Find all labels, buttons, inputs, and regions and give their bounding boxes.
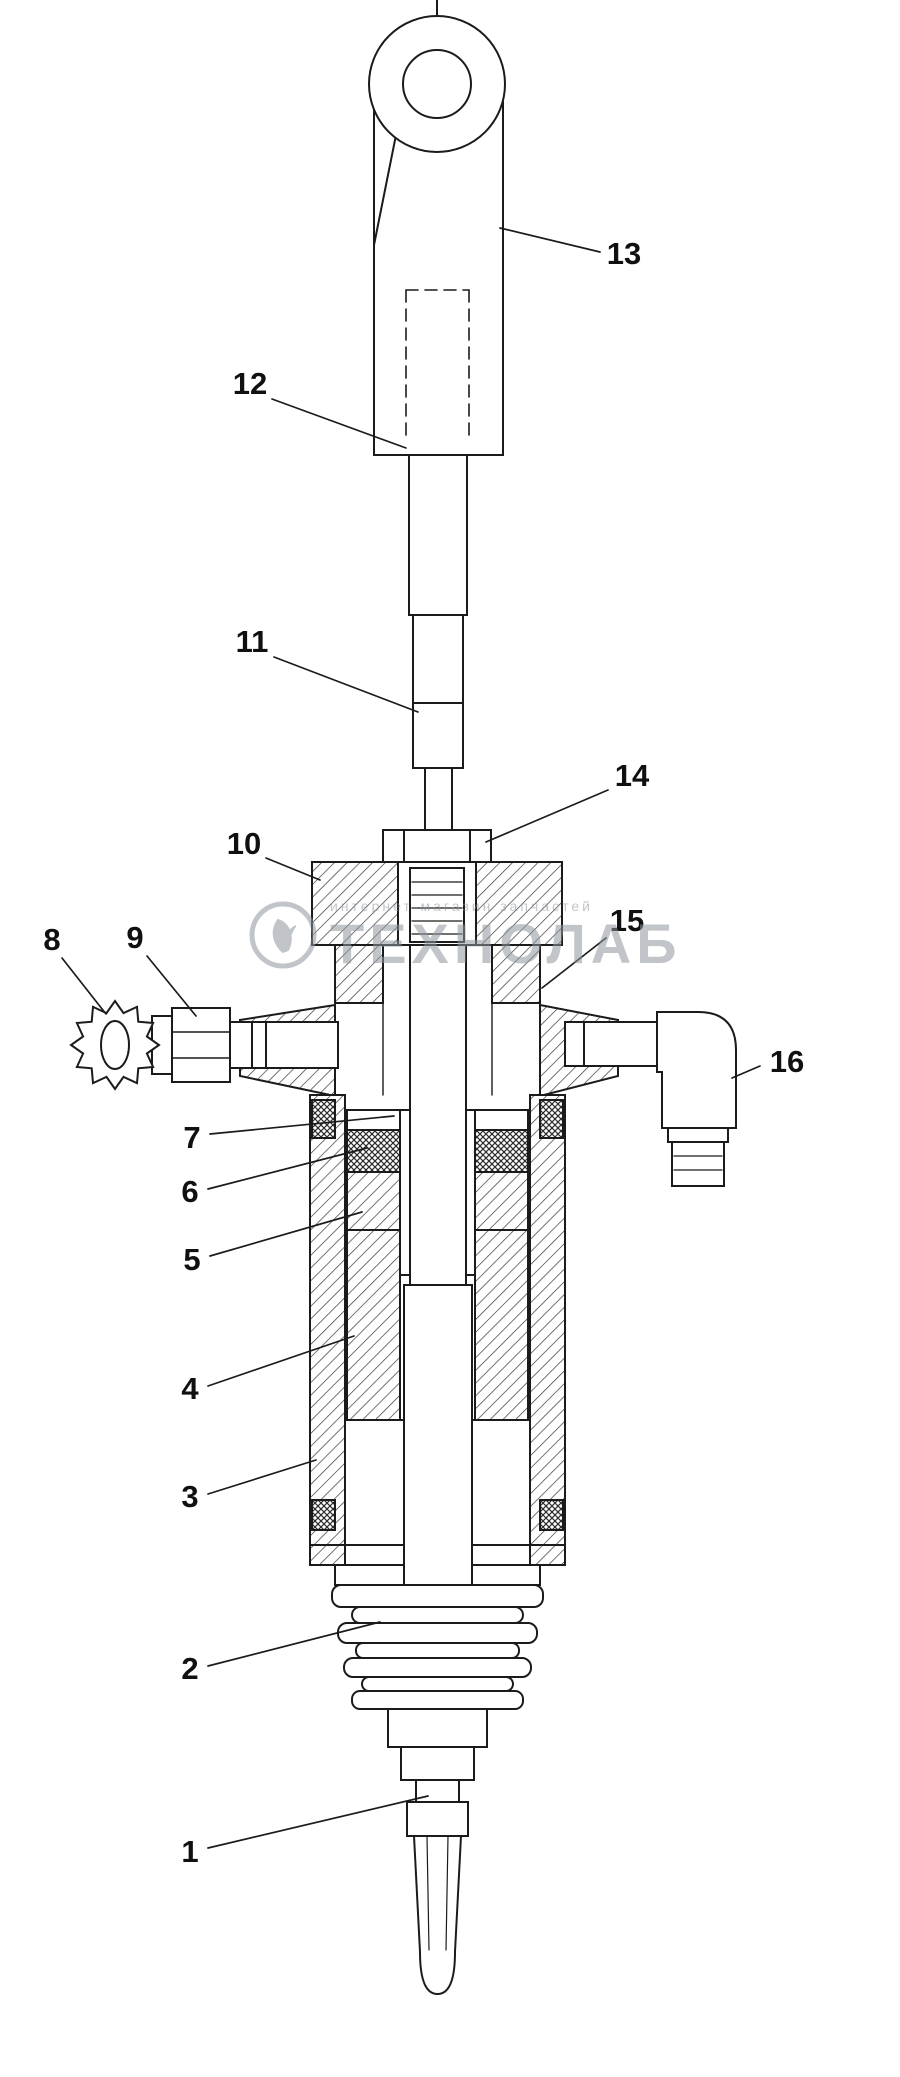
part-elbow-fitting <box>564 1011 737 1187</box>
callout-4: 4 <box>181 1371 199 1406</box>
callout-12: 12 <box>233 366 267 401</box>
callout-14: 14 <box>615 758 650 793</box>
callout-3: 3 <box>181 1479 198 1514</box>
callout-11: 11 <box>236 624 269 659</box>
part-pushrod-inner <box>403 944 473 1586</box>
part-knurled-cap <box>69 999 161 1091</box>
hidden-hole-lines <box>405 289 470 439</box>
part-boot <box>331 1584 544 1781</box>
callout-1: 1 <box>181 1834 198 1869</box>
part-clevis-eye <box>368 15 506 456</box>
part-pushrod-end <box>406 1779 469 1996</box>
callout-labels: 1 2 3 4 5 6 7 8 9 10 11 12 13 14 15 16 <box>43 236 804 1869</box>
part-locknut <box>382 829 492 863</box>
thread-lines <box>411 881 463 935</box>
callout-5: 5 <box>183 1242 200 1277</box>
callout-13: 13 <box>607 236 641 271</box>
leader-lines <box>61 227 761 1849</box>
callout-7: 7 <box>183 1120 200 1155</box>
callout-15: 15 <box>610 903 644 938</box>
callout-2: 2 <box>181 1651 198 1686</box>
callout-10: 10 <box>227 826 261 861</box>
part-top-cap <box>311 861 563 946</box>
callout-8: 8 <box>43 922 60 957</box>
callout-6: 6 <box>181 1174 198 1209</box>
callout-9: 9 <box>126 920 143 955</box>
part-rod-upper <box>408 454 468 831</box>
callout-16: 16 <box>770 1044 804 1079</box>
